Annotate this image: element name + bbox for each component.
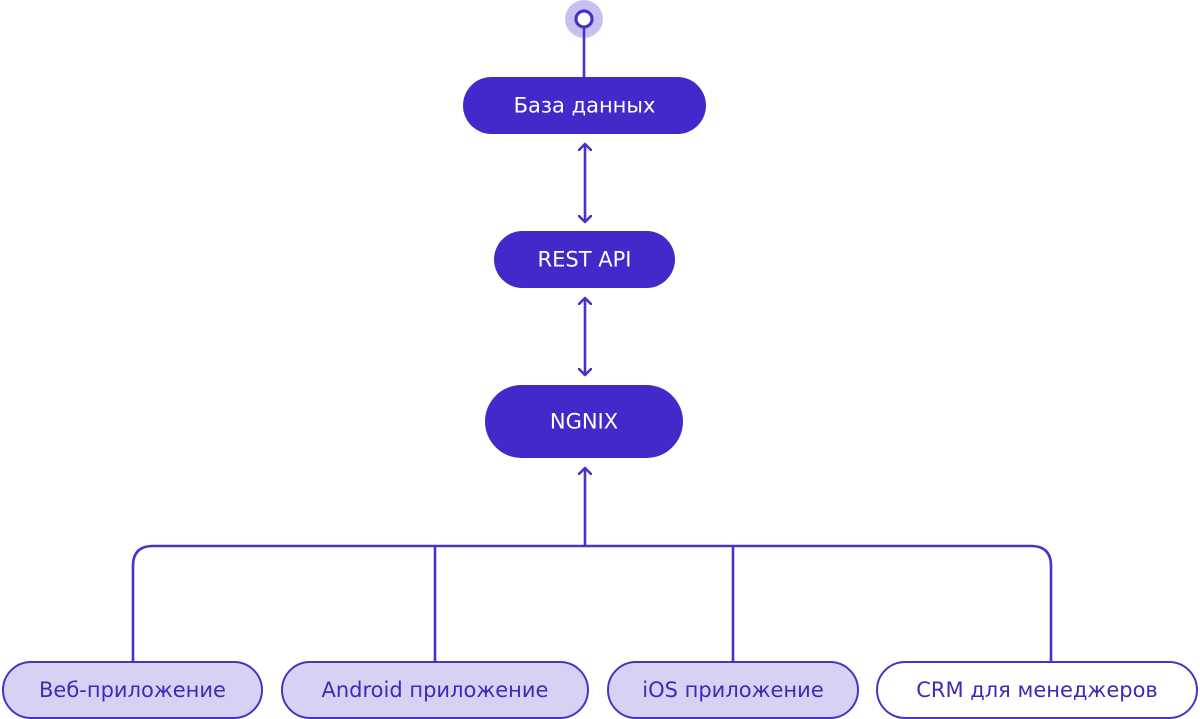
ios-app-label: iOS приложение — [642, 678, 823, 702]
ios-app-node: iOS приложение — [607, 661, 859, 719]
client-bus-line — [131, 544, 1053, 662]
database-label: База данных — [514, 94, 656, 118]
database-node: База данных — [463, 77, 706, 134]
crm-node: CRM для менеджеров — [876, 661, 1198, 719]
rest-api-node: REST API — [494, 231, 675, 288]
android-app-node: Android приложение — [281, 661, 589, 719]
web-app-node: Веб-приложение — [2, 661, 263, 719]
crm-label: CRM для менеджеров — [916, 678, 1158, 702]
nginx-node: NGNIX — [485, 385, 683, 458]
nginx-label: NGNIX — [550, 410, 618, 434]
android-app-label: Android приложение — [322, 678, 549, 702]
rest-api-label: REST API — [538, 248, 632, 272]
start-node-icon — [565, 0, 603, 38]
web-app-label: Веб-приложение — [39, 678, 226, 702]
